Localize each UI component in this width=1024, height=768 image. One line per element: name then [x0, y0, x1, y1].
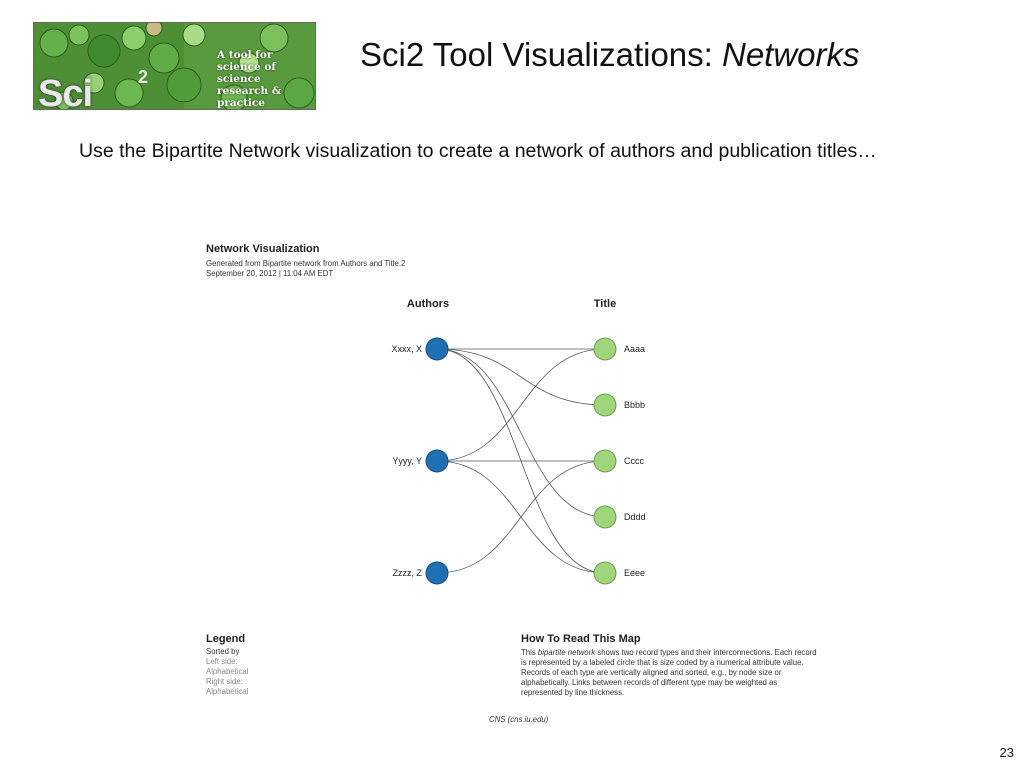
how-to-read-post: shows two record types and their interco… [521, 648, 817, 697]
figure-subtitle-line-1: Generated from Bipartite network from Au… [206, 259, 406, 268]
how-to-read-heading: How To Read This Map [521, 633, 641, 645]
title-label-2: Cccc [624, 456, 644, 466]
title-label-0: Aaaa [624, 344, 645, 354]
how-to-read-em: bipartite network [537, 648, 596, 657]
author-label-0: Xxxx, X [391, 344, 422, 354]
node-layer: Xxxx, X Yyyy, Y Zzzz, Z AaaaBbbbCcccDdddEee… [391, 337, 646, 585]
author-node-2 [425, 561, 449, 585]
title-node-4 [593, 561, 617, 585]
legend-sorted-by: Sorted by [206, 647, 240, 656]
figure-subtitle: Generated from Bipartite network from Au… [206, 259, 405, 279]
title-node-2 [593, 449, 617, 473]
network-visualization-figure: Network Visualization Generated from Bip… [200, 238, 840, 733]
title-label-4: Eeee [624, 568, 645, 578]
sci2-logo: Sci 2 A tool for science of science rese… [33, 22, 316, 110]
logo-tagline-line-2: science of science [217, 61, 276, 85]
edge-1 [436, 348, 606, 406]
title-label-1: Bbbb [624, 400, 645, 410]
figure-title: Network Visualization [206, 243, 320, 255]
edge-7 [436, 460, 606, 574]
logo-tagline-line-1: A tool for [217, 49, 273, 61]
how-to-read-body: This bipartite network shows two record … [521, 648, 821, 698]
page-number: 23 [999, 745, 1014, 760]
legend-left-sort: Alphabetical [206, 667, 249, 676]
title-header: Title [594, 298, 616, 310]
legend-heading: Legend [206, 633, 246, 645]
slide-title-italic: Networks [722, 36, 860, 73]
figure-subtitle-line-2: September 20, 2012 | 11:04 AM EDT [206, 269, 334, 278]
author-node-0 [425, 337, 449, 361]
title-node-0 [593, 337, 617, 361]
slide-title: Sci2 Tool Visualizations: Networks [360, 36, 860, 74]
legend-body: Sorted by Left side: Alphabetical Right … [206, 647, 248, 697]
logo-wordmark: Sci [38, 73, 93, 110]
title-node-1 [593, 393, 617, 417]
edge-2 [436, 348, 606, 518]
title-node-3 [593, 505, 617, 529]
slide-title-main: Sci2 Tool Visualizations: [360, 36, 722, 73]
author-label-1: Yyyy, Y [392, 456, 422, 466]
legend-right-sort: Alphabetical [206, 687, 249, 696]
author-label-2: Zzzz, Z [393, 568, 423, 578]
bipartite-network: Authors Title Xxxx, X Yyyy, Y Zzzz, Z AaaaB… [391, 298, 646, 585]
title-label-3: Dddd [624, 512, 646, 522]
edge-4 [436, 348, 606, 462]
legend-right-side: Right side: [206, 677, 243, 686]
logo-tagline: A tool for science of science research &… [217, 49, 315, 109]
edge-layer [436, 348, 606, 574]
author-node-1 [425, 449, 449, 473]
cns-credit: CNS (cns.iu.edu) [489, 715, 549, 724]
logo-background [34, 23, 315, 109]
authors-header: Authors [407, 298, 449, 310]
legend-left-side: Left side: [206, 657, 238, 666]
how-to-read-pre: This [521, 648, 538, 657]
logo-tagline-line-3: research & practice [217, 85, 282, 109]
intro-text: Use the Bipartite Network visualization … [79, 140, 877, 162]
logo-superscript: 2 [138, 67, 149, 87]
